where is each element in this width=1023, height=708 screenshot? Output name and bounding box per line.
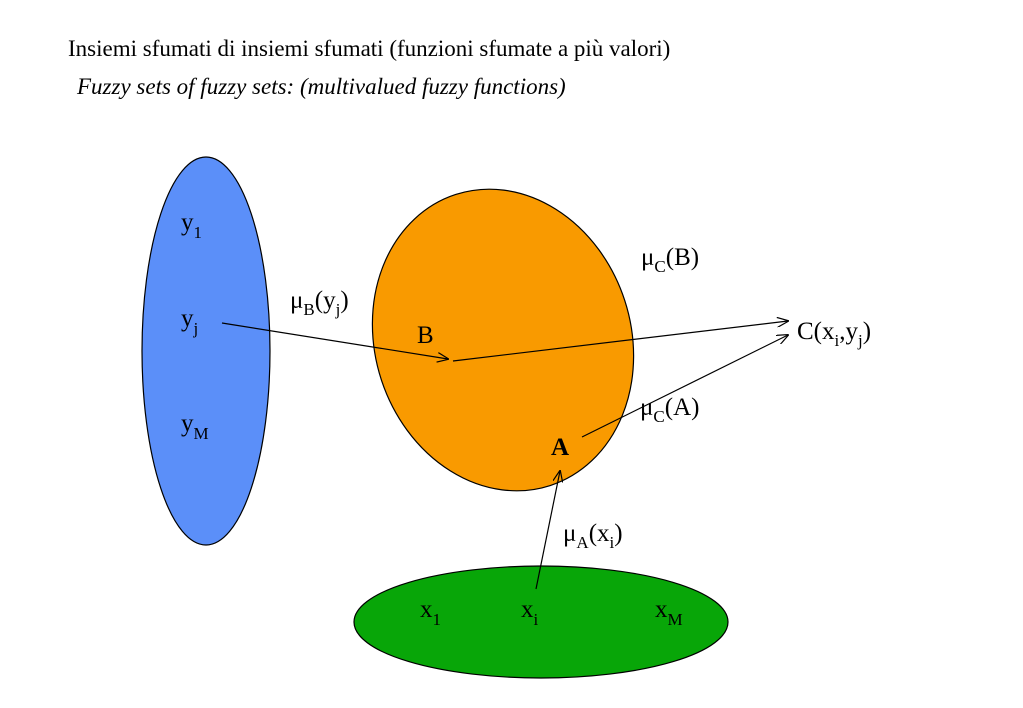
- label-mu-c-b: μC(B): [641, 244, 699, 276]
- label-c-xi-yj: C(xi,yj): [797, 318, 871, 350]
- label-xi: xi: [521, 596, 539, 629]
- label-mu-c-a: μC(A): [640, 394, 699, 426]
- label-y1: y1: [181, 209, 202, 242]
- arrow-xi-to-a: [535, 471, 560, 590]
- label-B: B: [417, 322, 434, 349]
- title-italian: Insiemi sfumati di insiemi sfumati (funz…: [68, 36, 671, 61]
- arrow-b-to-c: [452, 321, 788, 362]
- label-yj: yj: [181, 305, 198, 338]
- label-x1: x1: [420, 596, 441, 629]
- label-yM: yM: [181, 410, 209, 443]
- arrow-yj-to-b: [221, 322, 448, 359]
- arrow-a-to-c: [581, 335, 788, 438]
- label-mu-a-xi: μA(xi): [563, 520, 623, 552]
- title-english: Fuzzy sets of fuzzy sets: (multivalued f…: [77, 74, 566, 99]
- b-set-ellipse: [371, 188, 635, 492]
- label-A: A: [551, 434, 569, 461]
- label-xM: xM: [655, 596, 683, 629]
- y-set-ellipse: [141, 156, 271, 546]
- label-mu-b-yj: μB(yj): [290, 287, 349, 319]
